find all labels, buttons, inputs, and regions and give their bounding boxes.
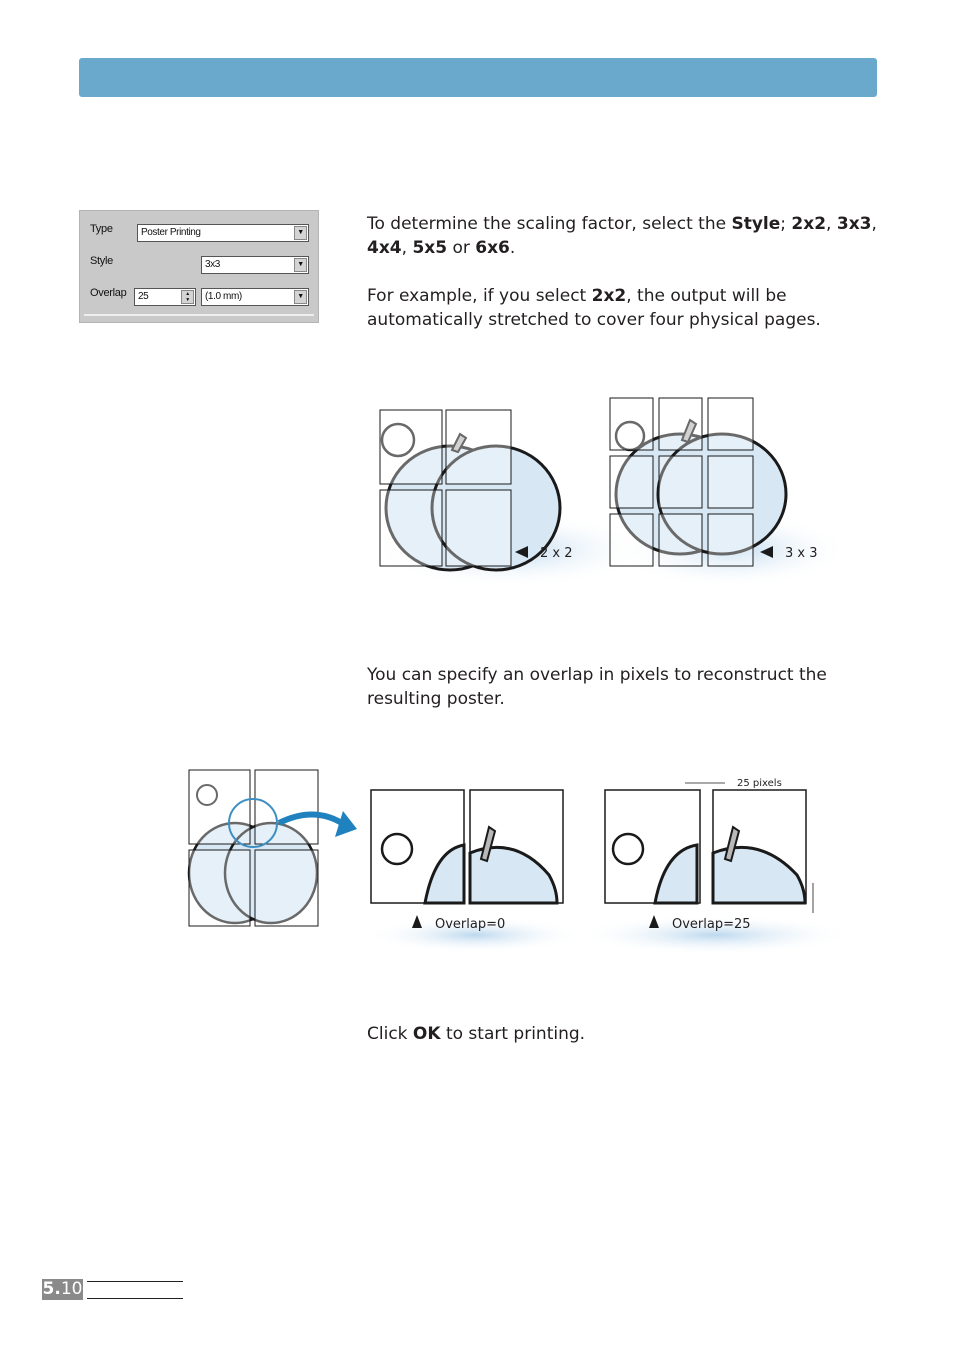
ok-term: OK [412, 1024, 441, 1044]
poster-2x2: 2 x 2 [370, 409, 650, 588]
overlap-25-example: 25 pixels Overlap=25 [575, 778, 855, 955]
apple-right [223, 821, 319, 925]
triangle-up-icon [412, 915, 422, 928]
text-span: resulting poster. [367, 689, 505, 709]
poster-settings-dialog: Type Poster Printing ▼ Style 3x3 ▼ Overl… [79, 210, 319, 323]
chevron-down-icon[interactable]: ▼ [294, 290, 307, 304]
caption-3x3: 3 x 3 [785, 546, 818, 561]
option-4x4: 4x4 [367, 238, 402, 258]
page [658, 513, 703, 567]
worm-head [380, 832, 414, 866]
page [254, 849, 319, 927]
triangle-left-icon [760, 546, 773, 558]
apple-stem [479, 825, 497, 863]
text-span: To determine the scaling factor, select … [367, 214, 732, 234]
caption-2x2: 2 x 2 [540, 546, 573, 561]
poster-grid-illustration: 2 x 2 3 x 3 [370, 397, 850, 588]
overlap-stepper[interactable]: 25 ▲▼ [134, 288, 196, 306]
text-span: For example, if you select [367, 286, 592, 306]
text-span: , the output will be [626, 286, 787, 306]
header-bar [79, 58, 877, 97]
style-select[interactable]: 3x3 ▼ [201, 256, 309, 274]
page [707, 397, 754, 451]
dialog-panel: Type Poster Printing ▼ Style 3x3 ▼ Overl… [84, 215, 314, 316]
page [609, 397, 654, 451]
overlap-value: 25 [138, 291, 149, 302]
option-6x6: 6x6 [475, 238, 510, 258]
overlap-unit-value: (1.0 mm) [205, 291, 242, 302]
page [188, 769, 251, 845]
caption-overlap-25: Overlap=25 [672, 917, 751, 932]
page [445, 489, 512, 567]
triangle-left-icon [515, 546, 528, 558]
page-number: 5.10 [42, 1279, 83, 1300]
text-span: , [826, 214, 837, 234]
page [379, 489, 443, 567]
text-span: You can specify an overlap in pixels to … [367, 665, 827, 685]
scaling-factor-paragraph: To determine the scaling factor, select … [367, 212, 887, 260]
arrow-shaft [277, 811, 347, 828]
footer-rule-bottom [87, 1298, 183, 1299]
option-3x3: 3x3 [836, 214, 872, 234]
chevron-down-icon[interactable]: ▼ [294, 226, 307, 240]
overlap-label: Overlap [90, 287, 127, 299]
page [609, 513, 654, 567]
worm-head [196, 784, 218, 806]
page [254, 769, 319, 845]
option-2x2: 2x2 [591, 286, 627, 306]
text-span: to start printing. [440, 1024, 586, 1044]
triangle-up-icon [649, 915, 659, 928]
zoom-circle [228, 798, 278, 848]
text-span: , [401, 238, 413, 258]
apple-left [653, 843, 699, 905]
overlap-paragraph: You can specify an overlap in pixels to … [367, 663, 887, 711]
apple-right [430, 444, 562, 572]
chapter-number: 5. [42, 1279, 61, 1299]
page [658, 455, 703, 509]
page [658, 397, 703, 451]
apple-right [656, 432, 788, 556]
page [188, 849, 251, 927]
caption-pixels: 25 pixels [737, 778, 782, 789]
text-span: , [871, 214, 877, 234]
overlap-illustration: Overlap=0 25 pixels Overlap=25 [187, 769, 855, 955]
text-span: or [447, 238, 476, 258]
example-paragraph: For example, if you select 2x2, the outp… [367, 284, 887, 332]
apple-stem [450, 432, 468, 454]
arrow-right-icon [335, 811, 357, 837]
overlap-unit-select[interactable]: (1.0 mm) ▼ [201, 288, 309, 306]
apple-stem [680, 418, 698, 444]
click-ok-paragraph: Click OK to start printing. [367, 1022, 887, 1046]
page-index: 10 [60, 1279, 83, 1299]
page [445, 409, 512, 485]
worm-head [380, 422, 416, 458]
style-term: Style [731, 214, 781, 234]
type-select-value: Poster Printing [141, 227, 201, 238]
style-label: Style [90, 255, 113, 267]
worm-head [611, 832, 645, 866]
text-span: Click [367, 1024, 413, 1044]
apple-stem [723, 825, 741, 863]
type-select[interactable]: Poster Printing ▼ [137, 224, 309, 242]
overlap-0-example: Overlap=0 [365, 789, 585, 953]
shadow [575, 915, 855, 955]
caption-overlap-0: Overlap=0 [435, 917, 505, 932]
stepper-arrows-icon[interactable]: ▲▼ [181, 290, 194, 304]
footer-rule-top [87, 1281, 183, 1282]
apple-left [423, 843, 466, 905]
text-span: automatically stretched to cover four ph… [367, 310, 821, 330]
text-span: . [509, 238, 516, 258]
page [707, 513, 754, 567]
text-span: ; [780, 214, 792, 234]
option-2x2: 2x2 [791, 214, 827, 234]
style-select-value: 3x3 [205, 259, 220, 270]
chevron-down-icon[interactable]: ▼ [294, 258, 307, 272]
small-poster [187, 769, 357, 927]
page [379, 409, 443, 485]
poster-3x3: 3 x 3 [609, 397, 850, 588]
page [609, 455, 654, 509]
type-label: Type [90, 223, 113, 235]
page [707, 455, 754, 509]
option-5x5: 5x5 [412, 238, 448, 258]
